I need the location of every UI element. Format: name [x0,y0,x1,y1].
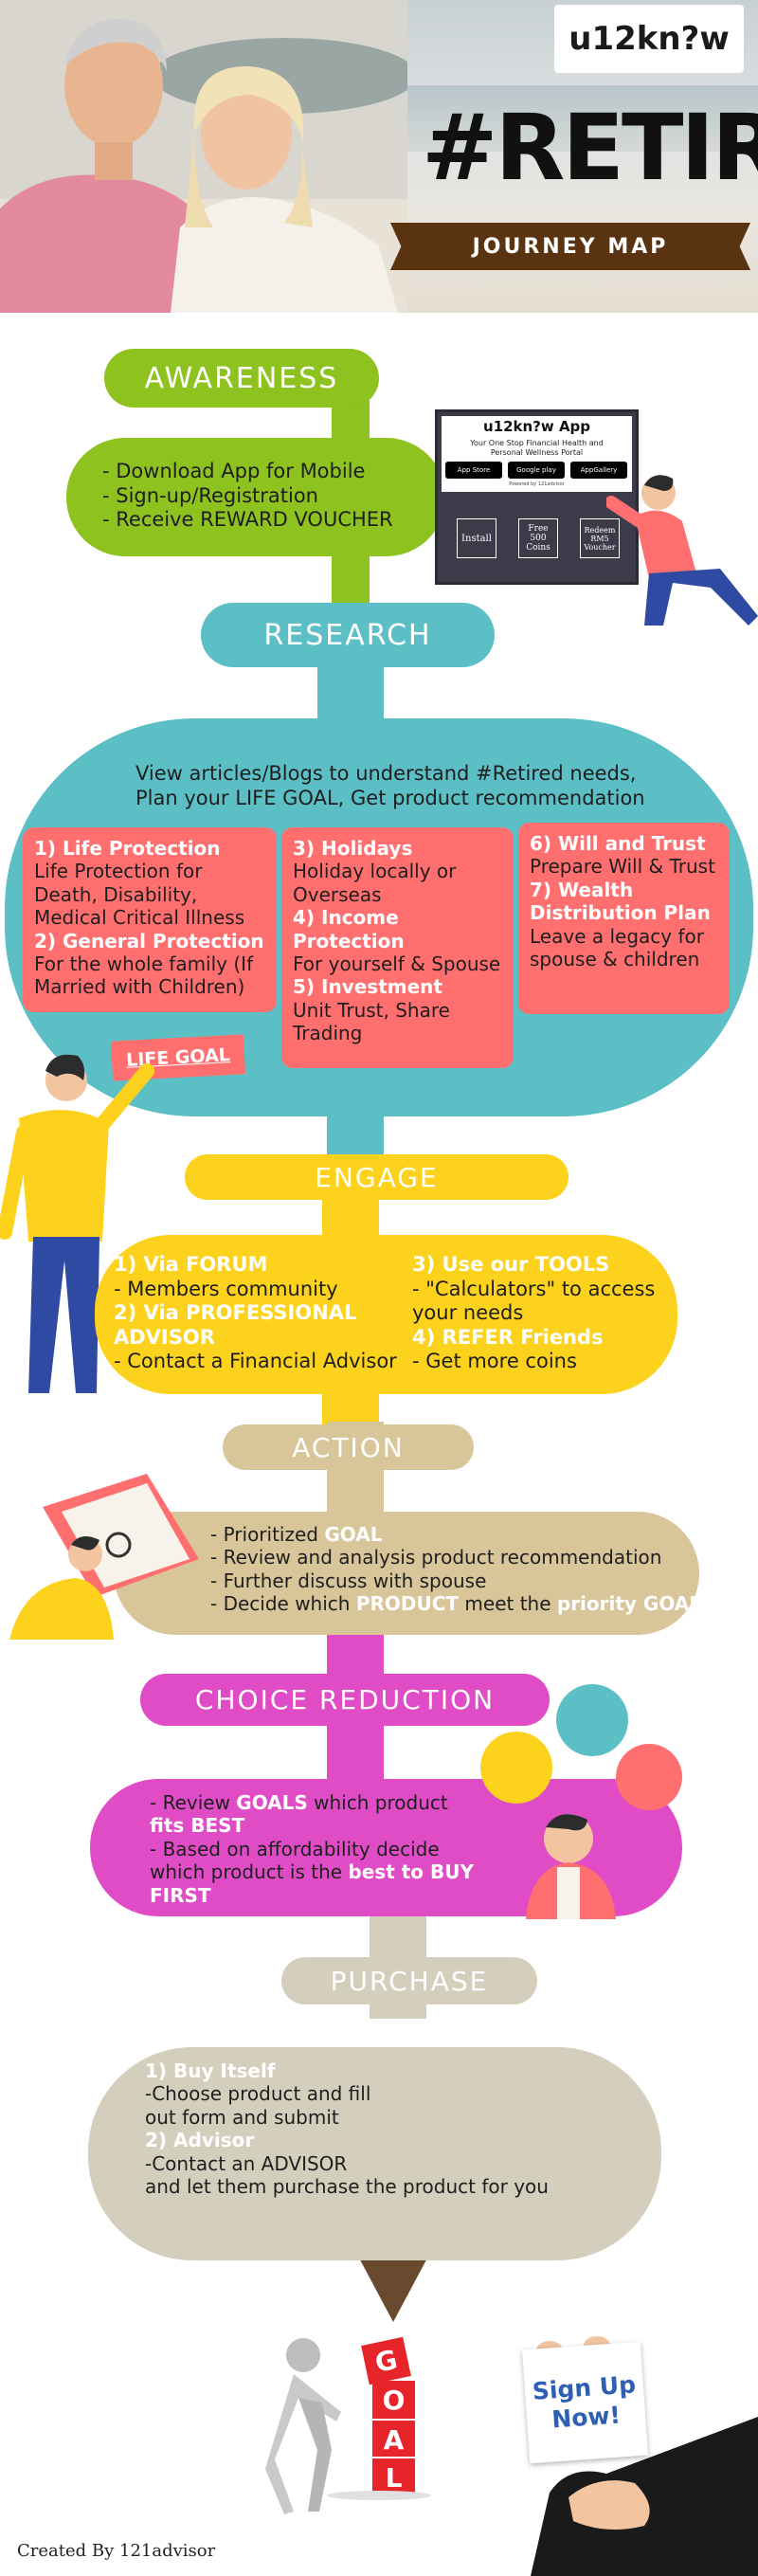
app-card-top [442,416,632,492]
research-box-holidays: 3) Holidays Holiday locally or Overseas … [281,827,514,1068]
purchase-list: 1) Buy Itself -Choose product and fill o… [145,2059,549,2198]
research-intro-line: Plan your LIFE GOAL, Get product recomme… [135,786,645,809]
engage-left: 1) Via FORUM - Members community 2) Via … [114,1253,398,1374]
engage-label: ENGAGE [185,1154,568,1200]
app-card-title: u12kn?w App [482,418,591,435]
box-heading: 6) Will and Trust [530,832,706,855]
awareness-item: - Download App for Mobile [102,460,366,482]
goal-shadow [327,2491,431,2500]
app-step-voucher: Redeem RM5 Voucher [580,518,620,558]
app-card: u12kn?w App Your One Stop Financial Heal… [435,409,639,585]
engage-text: - Get more coins [412,1350,577,1373]
choice-item: fits BEST [150,1814,245,1838]
kneeling-man-illustration [606,475,758,626]
box-heading: 7) Wealth Distribution Plan [530,878,711,925]
footer-credit: Created By 121advisor [17,2541,216,2561]
box-text: For yourself & Spouse [293,952,501,975]
goal-block: G [361,2336,411,2386]
choice-item: FIRST [150,1883,211,1907]
engage-heading: 4) REFER Friends [412,1325,604,1349]
page-title: #RETIRED [422,95,758,201]
awareness-label: AWARENESS [104,349,379,408]
awareness-item: - Receive REWARD VOUCHER [102,508,393,532]
research-box-protection: 1) Life Protection Life Protection for D… [23,827,277,1012]
action-label: ACTION [223,1424,474,1470]
engage-heading: 1) Via FORUM [114,1253,268,1276]
goal-blocks: G O A L [361,2336,422,2497]
app-step-install: Install [457,518,496,558]
action-item: - Prioritized GOAL [210,1523,383,1546]
action-item: - Further discuss with spouse [210,1569,487,1592]
thinking-person-illustration [480,1684,682,1919]
engage-text: - Members community [114,1277,338,1300]
sign-up-text: Now! [550,2401,622,2434]
choice-item: - Based on affordability decide [150,1837,440,1860]
box-text: Life Protection for Death, Disability, M… [34,860,245,930]
action-bubble [114,1512,699,1635]
research-intro-line: View articles/Blogs to understand #Retir… [135,762,637,785]
header-banner: u12kn?w #RETIRED JOURNEY MAP [0,0,758,313]
pushing-figure-icon [265,2338,341,2514]
box-heading: 2) General Protection [34,929,264,952]
reading-person-illustration [9,1474,199,1640]
purchase-item: -Contact an ADVISOR [145,2151,348,2175]
awareness-bubble [66,438,445,556]
box-text: Prepare Will & Trust [530,855,715,879]
app-card-subtitle: Personal Wellness Portal [490,448,584,457]
goal-block: O [372,2381,415,2419]
box-text: For the whole family (If Married with Ch… [34,952,254,999]
purchase-heading: 1) Buy Itself [145,2059,276,2082]
app-step-coins: Free 500 Coins [518,518,558,558]
research-label: RESEARCH [201,603,495,667]
engage-heading: 2) Via PROFESSIONAL ADVISOR [114,1301,357,1349]
engage-text: - "Calculators" to access your needs [412,1277,656,1325]
brand-logo: u12kn?w [554,5,744,73]
app-card-powered: Powered by 121advisor [509,481,565,487]
box-text: Holiday locally or Overseas [293,860,457,906]
standing-man-illustration [0,1054,154,1393]
box-heading: 5) Investment [293,975,442,999]
awareness-list: - Download App for Mobile - Sign-up/Regi… [102,460,393,533]
engage-heading: 3) Use our TOOLS [412,1253,610,1276]
app-gallery-badge[interactable]: AppGallery [570,462,627,479]
action-list: - Prioritized GOAL - Review and analysis… [210,1523,701,1616]
purchase-label: PURCHASE [281,1957,537,2005]
couple-photo [0,0,407,313]
app-card-subtitle: Your One Stop Financial Health and [470,439,604,447]
box-heading: 1) Life Protection [34,837,221,860]
purchase-bubble [88,2047,661,2260]
goal-block: L [372,2457,415,2496]
purchase-item: and let them purchase the product for yo… [145,2174,549,2198]
choice-reduction-label: CHOICE REDUCTION [140,1674,550,1726]
purchase-item: -Choose product and fill [145,2082,371,2106]
engage-right: 3) Use our TOOLS - "Calculators" to acce… [412,1253,659,1374]
goal-block: A [372,2419,415,2458]
journey-map-ribbon: JOURNEY MAP [390,223,750,270]
choice-item: - Review GOALS which product [150,1791,448,1814]
action-item: - Decide which PRODUCT meet the priority… [210,1592,702,1616]
action-item: - Review and analysis product recommenda… [210,1546,662,1569]
purchase-item: out form and submit [145,2105,339,2129]
box-text: Unit Trust, Share Trading [293,998,450,1045]
choice-list: - Review GOALS which product fits BEST -… [150,1791,474,1907]
google-play-badge[interactable]: Google play [508,462,565,479]
app-store-badge[interactable]: App Store [445,462,502,479]
sign-up-card[interactable]: Sign Up Now! [521,2341,649,2464]
engage-bubble [95,1235,677,1394]
sign-up-text: Sign Up [531,2370,637,2405]
research-box-will: 6) Will and Trust Prepare Will & Trust 7… [518,823,730,1014]
research-intro: View articles/Blogs to understand #Retir… [135,762,645,810]
engage-text: - Contact a Financial Advisor [114,1350,397,1373]
box-text: Leave a legacy for spouse & children [530,924,704,971]
choice-item: which product is the best to BUY [150,1860,474,1884]
awareness-item: - Sign-up/Registration [102,483,318,507]
box-heading: 4) Income Protection [293,906,405,952]
box-heading: 3) Holidays [293,837,413,860]
purchase-heading: 2) Advisor [145,2129,255,2152]
